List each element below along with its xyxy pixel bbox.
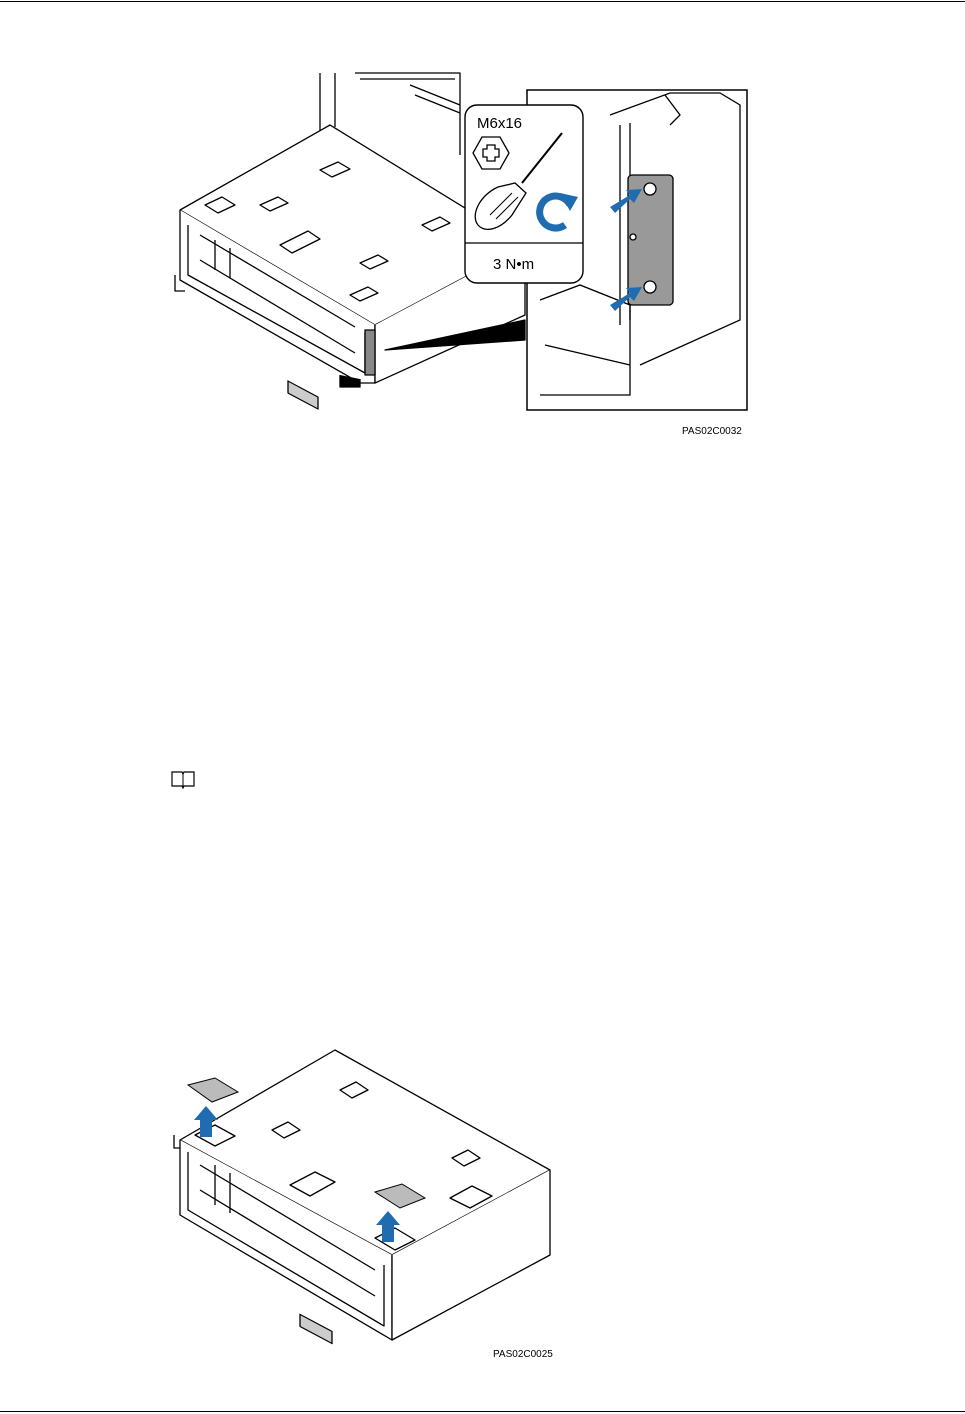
figure-code: PAS02C0032 bbox=[682, 426, 742, 437]
figure-remove-covers: PAS02C0025 bbox=[160, 1040, 580, 1370]
header-rule bbox=[0, 1, 965, 2]
figure-code-2: PAS02C0025 bbox=[493, 1349, 553, 1360]
footer-rule bbox=[0, 1411, 965, 1412]
figure-chassis-install: M6x16 3 N•m PAS02C0032 bbox=[160, 65, 760, 445]
torque-label: 3 N•m bbox=[493, 256, 534, 273]
note-book-icon bbox=[170, 769, 196, 789]
screw-spec-label: M6x16 bbox=[477, 115, 522, 132]
